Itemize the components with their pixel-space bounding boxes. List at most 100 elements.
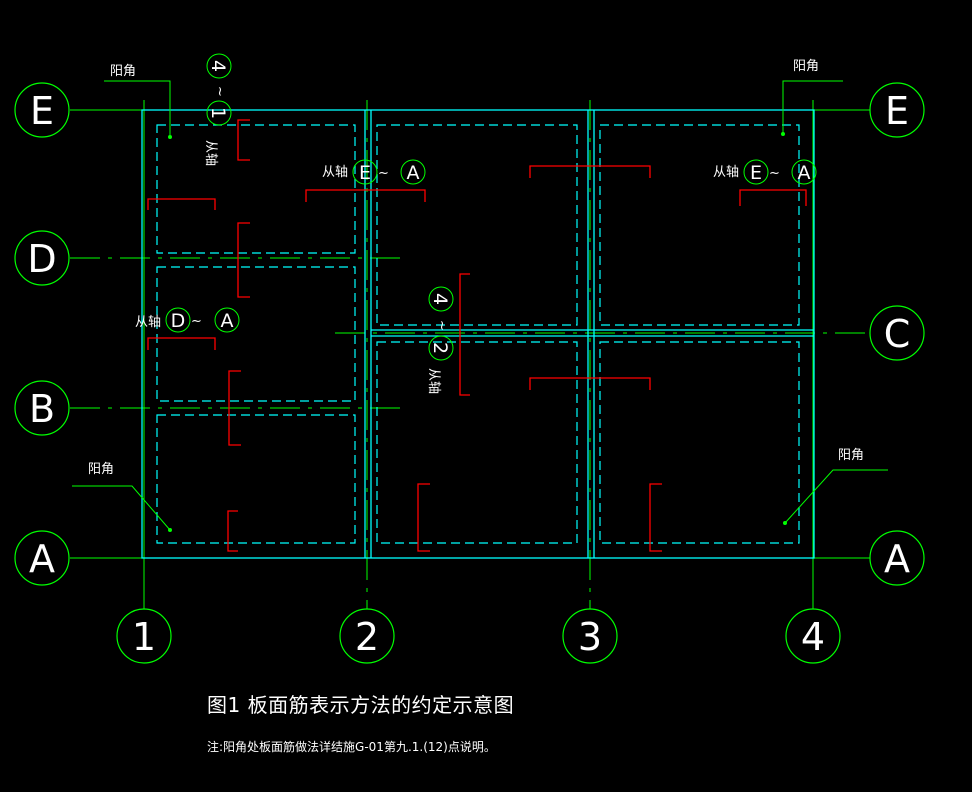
from-axis-label: 从轴 (203, 140, 218, 166)
from-axis-label: 从轴 (713, 165, 739, 180)
tilde: ~ (769, 166, 780, 181)
callout-label: A (221, 310, 234, 332)
callout-bubble-4 (428, 286, 454, 312)
corner-dots (168, 132, 787, 532)
axis-label-D: D (27, 237, 56, 281)
axis-label-B: B (29, 387, 55, 431)
axis-bubble-E-right (869, 82, 925, 138)
rebar-mark (147, 198, 216, 210)
axis-label-4: 4 (801, 615, 825, 659)
callout-bubble-E (352, 159, 378, 185)
callout-label: 4 (429, 293, 451, 305)
callout-bubble-2 (428, 335, 454, 361)
callout-label: 4 (207, 60, 229, 72)
rebar-mark (739, 189, 807, 206)
axis-bubble-E-left (14, 82, 70, 138)
panel (156, 266, 356, 402)
corner-dot (168, 135, 172, 139)
rebar-mark (237, 222, 250, 298)
callout-label: D (171, 310, 186, 332)
rebar-mark (417, 483, 430, 552)
axis-bubbles (14, 82, 925, 664)
axis-bubble-B (14, 380, 70, 436)
panel (156, 124, 356, 254)
corner-leaders (72, 80, 888, 531)
axis-label-3: 3 (578, 615, 602, 659)
figure-title: 图1 板面筋表示方法的约定示意图 (207, 693, 515, 717)
panel (599, 341, 800, 544)
rebar-mark (305, 189, 426, 202)
axis-bubble-1 (116, 608, 172, 664)
tilde: ~ (434, 320, 449, 331)
range-tildes: ~ ~ ~ ~ ~ (191, 86, 780, 331)
rebar-mark (459, 273, 470, 396)
callout-label: E (750, 162, 762, 184)
axis-bubble-D (14, 230, 70, 286)
axis-bubble-4 (785, 608, 841, 664)
callout-label: A (407, 162, 420, 184)
slab-outline (141, 109, 815, 559)
callout-label: A (798, 162, 811, 184)
callout-bubble-E (743, 159, 769, 185)
callout-bubble-labels: E A E A D A 4 1 4 2 (171, 60, 811, 354)
callout-bubble-A (400, 159, 426, 185)
corner-dot (781, 132, 785, 136)
corner-label: 阳角 (88, 462, 114, 477)
callout-label: 2 (429, 342, 451, 354)
rebar-mark (529, 377, 651, 390)
callout-bubbles (165, 53, 817, 361)
axis-label-E-left: E (30, 89, 54, 133)
axis-label-1: 1 (132, 615, 156, 659)
corner-labels: 阳角 阳角 阳角 阳角 (88, 59, 864, 477)
rebar-marks (147, 119, 807, 552)
axis-bubble-A-left (14, 530, 70, 586)
callout-bubble-1 (206, 100, 232, 126)
corner-leader (782, 80, 843, 133)
from-axis-label: 从轴 (322, 165, 348, 180)
axis-label-2: 2 (355, 615, 379, 659)
corner-dot (783, 521, 787, 525)
from-axis-label: 从轴 (135, 315, 161, 330)
callout-label: E (359, 162, 371, 184)
corner-leader (72, 485, 171, 531)
panel (599, 124, 800, 326)
corner-label: 阳角 (110, 64, 136, 79)
panel (156, 414, 356, 544)
callout-bubble-A (214, 307, 240, 333)
corner-label: 阳角 (793, 59, 819, 74)
rebar-mark (649, 483, 662, 552)
rebar-mark (237, 119, 250, 161)
corner-label: 阳角 (838, 448, 864, 463)
callout-bubble-D (165, 307, 191, 333)
from-axis-label: 从轴 (426, 368, 441, 394)
callout-bubble-A (791, 159, 817, 185)
axis-bubble-2 (339, 608, 395, 664)
rebar-mark (228, 370, 241, 446)
panel (376, 124, 578, 326)
slab-panels (156, 124, 800, 544)
tilde: ~ (378, 166, 389, 181)
rebar-mark (227, 510, 238, 552)
rebar-mark (147, 337, 216, 350)
from-axis-labels: 从轴 从轴 从轴 从轴 从轴 (135, 140, 739, 394)
panel (376, 341, 578, 544)
axis-bubble-3 (562, 608, 618, 664)
axis-label-E-right: E (885, 89, 909, 133)
slab-outer-edge (141, 109, 815, 559)
tilde: ~ (191, 314, 202, 329)
axis-bubble-A-right (869, 530, 925, 586)
axis-labels: E D B A E C A 1 2 3 4 (27, 89, 910, 659)
corner-dot (168, 528, 172, 532)
figure-note: 注:阳角处板面筋做法详结施G-01第九.1.(12)点说明。 (207, 740, 496, 754)
corner-leader (784, 469, 888, 524)
axis-label-A-right: A (884, 537, 910, 581)
axis-bubble-C (869, 305, 925, 361)
axis-label-C: C (884, 312, 911, 356)
callout-label: 1 (207, 107, 229, 119)
axis-label-A-left: A (29, 537, 55, 581)
callout-bubble-4 (206, 53, 232, 79)
corner-leader (104, 80, 171, 135)
tilde: ~ (212, 86, 227, 97)
rebar-mark (529, 165, 651, 178)
